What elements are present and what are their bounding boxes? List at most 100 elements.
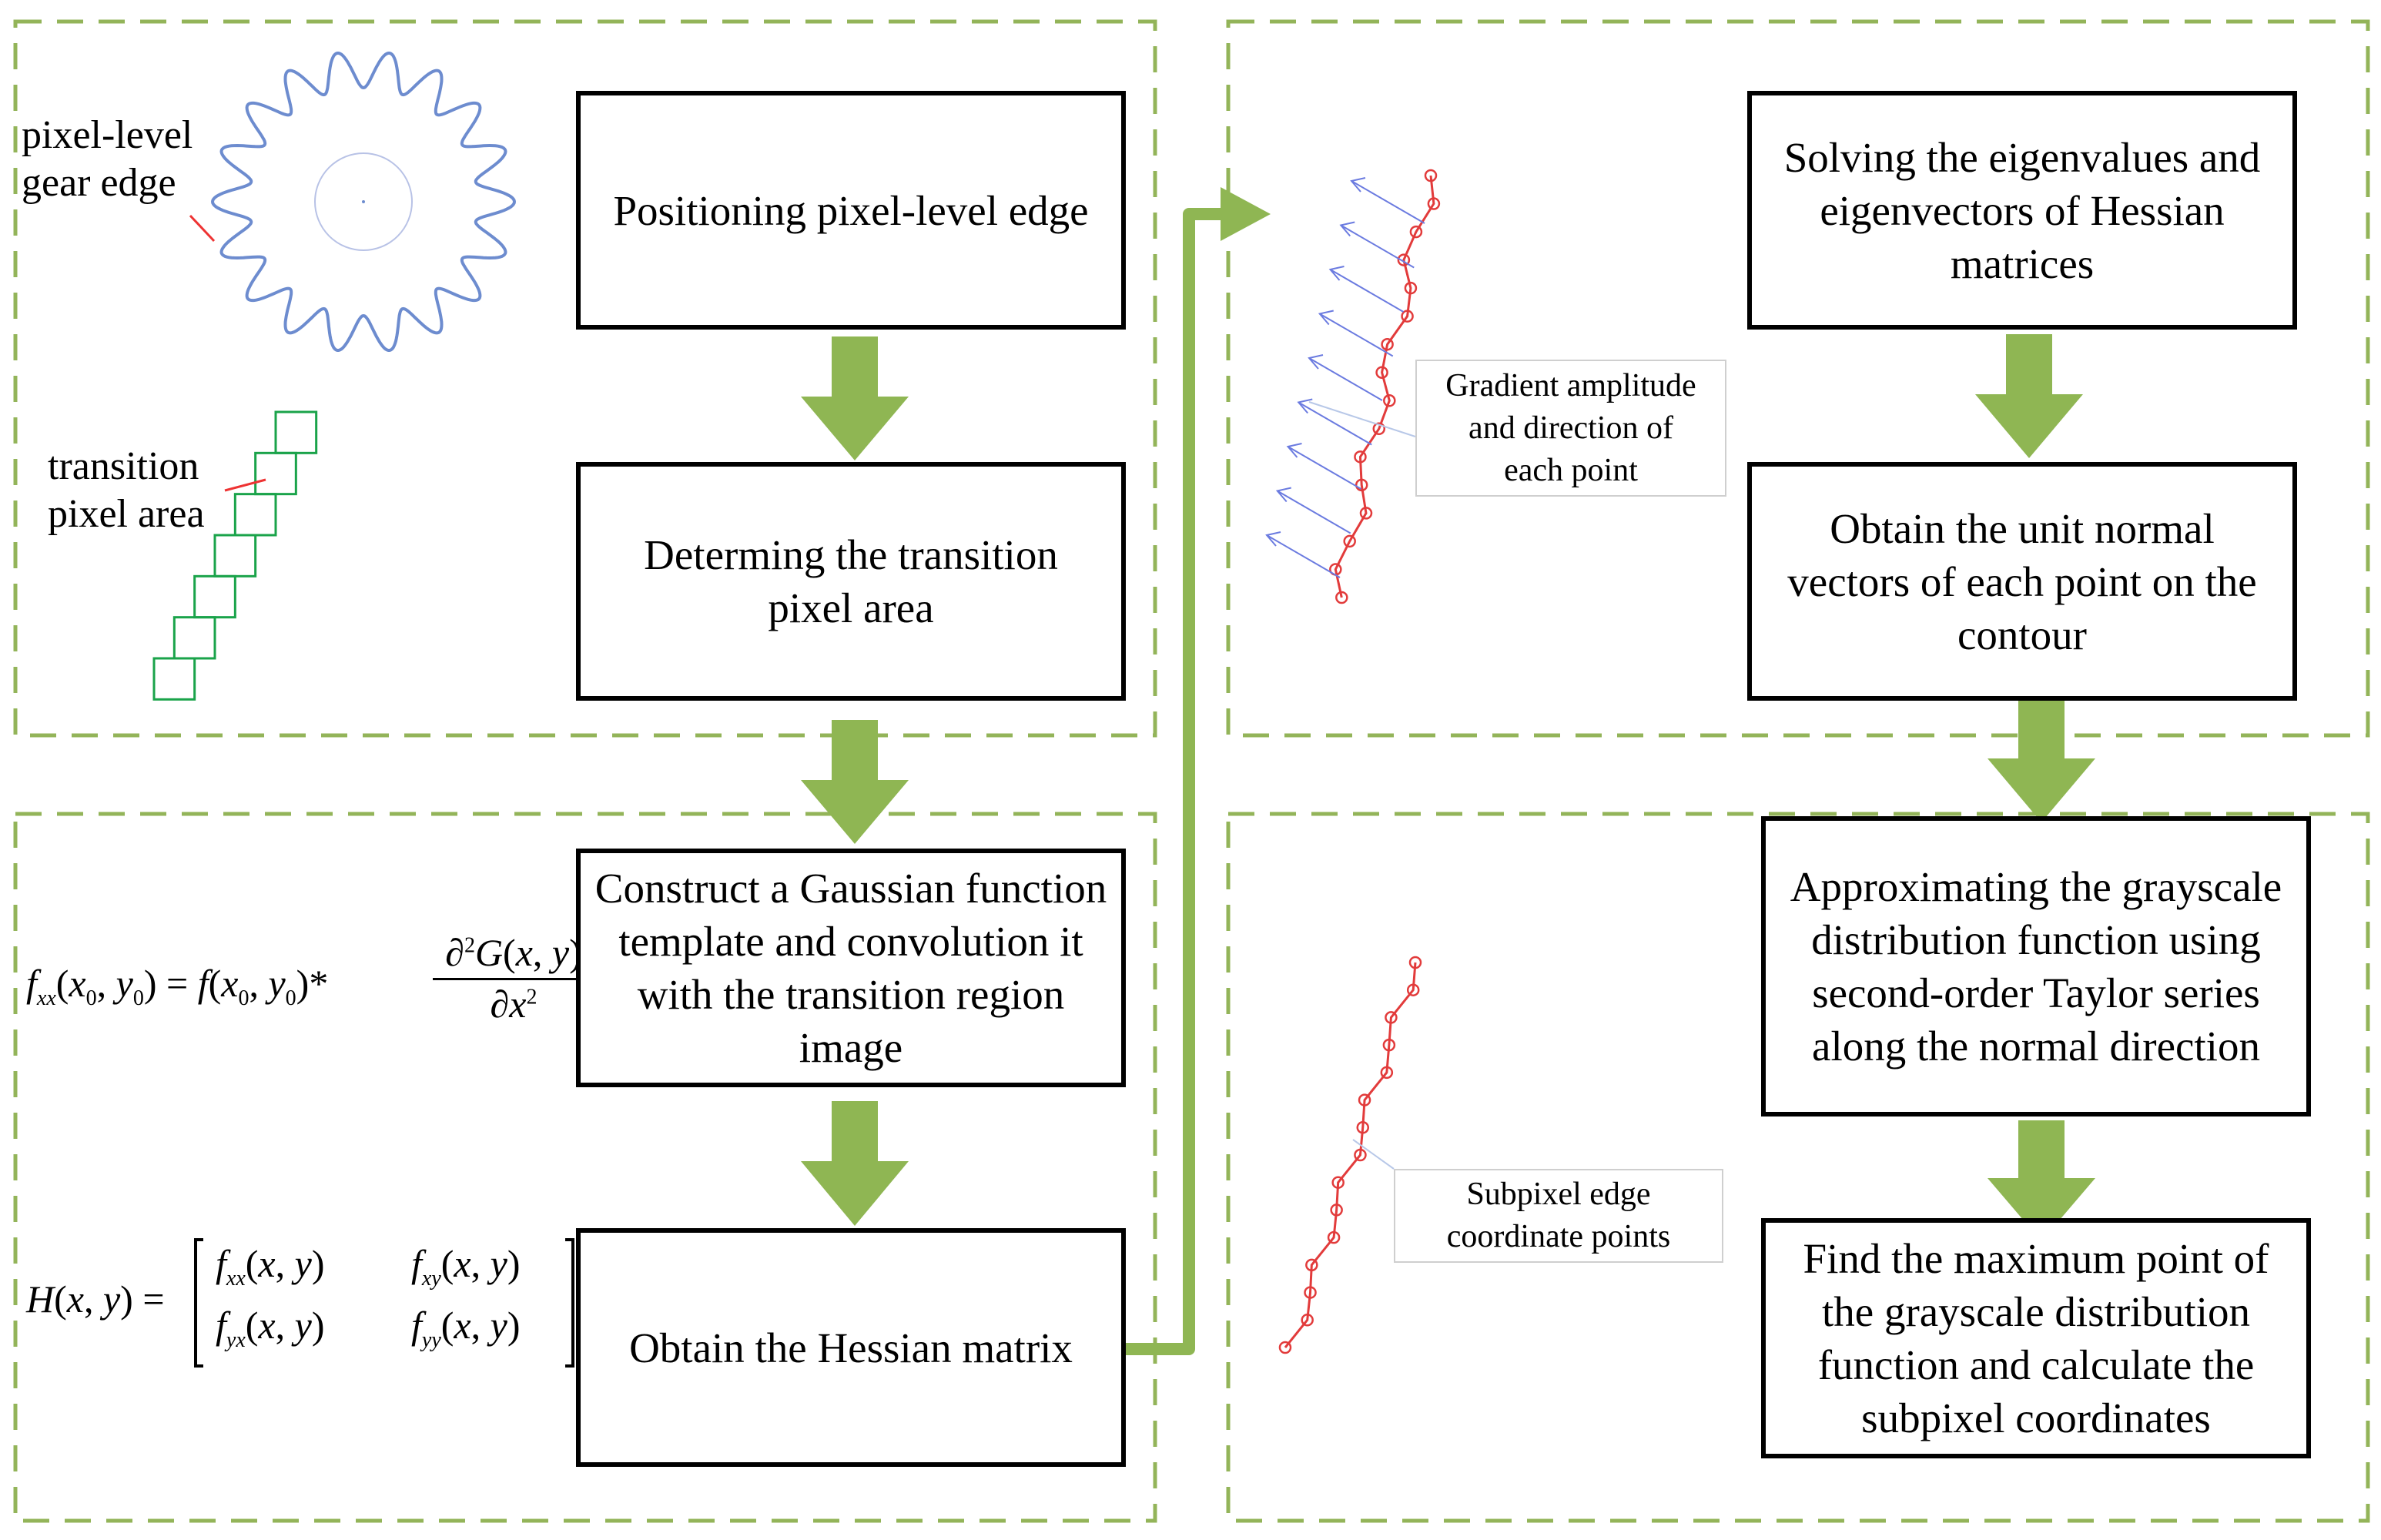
gradient-vector (1277, 490, 1351, 534)
step-transition-text: Determing the transition pixel area (644, 531, 1058, 631)
subpixel-callout: Subpixel edge coordinate points (1394, 1169, 1723, 1263)
transition-highlight-box (274, 410, 318, 454)
transition-label-line2: pixel area (48, 492, 205, 536)
gear-edge-label-line2: gear edge (22, 161, 176, 205)
group-hessian (13, 812, 1157, 1523)
arrow-head-right (1221, 187, 1271, 241)
group-eigen (1226, 19, 2370, 738)
subpixel-edge-point (1406, 983, 1420, 996)
gear-edge-outline (210, 52, 517, 352)
flow-arrows (801, 187, 2095, 1241)
gear-bore (314, 152, 413, 251)
gradient-callout-line2: and direction of (1468, 410, 1673, 446)
subpixel-edge-points (1278, 956, 1422, 1354)
subpixel-edge-point (1327, 1230, 1341, 1244)
transition-highlight-box (254, 451, 297, 496)
gear-label-leader (189, 214, 216, 243)
subpixel-edge-point (1354, 1148, 1367, 1162)
gear-image (189, 52, 517, 352)
gradient-edge-point (1359, 507, 1373, 520)
gradient-edge-points (1329, 169, 1441, 604)
transition-highlight-boxes (152, 410, 318, 701)
gradient-vector-head (1339, 221, 1355, 237)
step-gaussian-convolution: Construct a Gaussian function template a… (576, 849, 1126, 1087)
gaussian-convolution-formula: fxx(x0, y0) = f(x0, y0)* ∂2G(x, y) ∂x2 (26, 930, 594, 1038)
step-transition-area: Determing the transition pixel area (576, 462, 1126, 701)
hessian-matrix-formula: H(x, y) = fxx(x, y) fxy(x, y) fyx(x, y) … (26, 1238, 581, 1368)
arrow-down-4 (1975, 334, 2083, 458)
arrow-down-3 (801, 1101, 909, 1226)
gradient-edge-point (1335, 591, 1348, 604)
subpixel-edge-point (1278, 1341, 1292, 1354)
subpixel-edge-point (1385, 1011, 1398, 1024)
transition-highlight-box (193, 574, 236, 619)
gradient-edge-point (1375, 366, 1388, 379)
gradient-edge-point (1427, 197, 1441, 210)
step-eigen: Solving the eigenvalues and eigenvectors… (1747, 91, 2297, 330)
gradient-edge-point (1404, 281, 1418, 295)
gradient-edge-point (1372, 422, 1386, 436)
dashed-group-borders (13, 19, 2370, 1523)
subpixel-edge-point (1304, 1286, 1317, 1299)
gradient-vector-head (1275, 487, 1291, 503)
step-taylor-approximation: Approximating the grayscale distribution… (1761, 816, 2311, 1116)
transition-highlight-box (233, 493, 277, 537)
subpixel-edge-point (1301, 1314, 1314, 1327)
gradient-vector (1287, 446, 1362, 490)
gradient-callout-line1: Gradient amplitude (1445, 367, 1696, 403)
gradient-vector-head (1350, 177, 1366, 192)
subpixel-edge-point (1305, 1258, 1318, 1272)
gradient-edge-point (1424, 169, 1438, 182)
arrow-down-2 (801, 720, 909, 844)
gradient-vector (1308, 357, 1383, 401)
subpixel-callout-line1: Subpixel edge (1466, 1177, 1651, 1212)
transition-area-label: transition pixel area (48, 443, 205, 538)
gear-edge-label-line1: pixel-level (22, 113, 193, 157)
gradient-edge-point (1343, 534, 1356, 548)
step-unit-normal-text: Obtain the unit normal vectors of each p… (1787, 504, 2257, 658)
gradient-vector (1266, 534, 1341, 578)
arrow-down-1 (801, 336, 909, 460)
gradient-callout-line3: each point (1504, 452, 1638, 488)
formula-fraction: ∂2G(x, y) ∂x2 (433, 930, 594, 1026)
gradient-vector-head (1297, 398, 1313, 414)
group-pixel-level (13, 19, 1157, 738)
gradient-vector-head (1265, 531, 1281, 547)
gradient-edge-line (1334, 175, 1435, 598)
step-positioning-text: Positioning pixel-level edge (613, 186, 1089, 234)
group-subpixel (1226, 812, 2370, 1523)
gradient-edge-point (1355, 478, 1368, 492)
arrow-down-6 (1988, 1120, 2095, 1241)
gradient-edge-point (1381, 337, 1394, 351)
subpixel-callout-line2: coordinate points (1446, 1219, 1671, 1254)
step-maximum-text: Find the maximum point of the grayscale … (1803, 1235, 2269, 1441)
gradient-callout: Gradient amplitude and direction of each… (1415, 360, 1726, 497)
gradient-vectors (1265, 177, 1425, 578)
gradient-vector-head (1318, 310, 1334, 326)
arrow-down-5 (1988, 699, 2095, 822)
gradient-edge-point (1401, 310, 1414, 323)
connector-hessian-to-eigen (1114, 208, 1224, 1355)
step-maximum-point: Find the maximum point of the grayscale … (1761, 1218, 2311, 1458)
subpixel-edge-point (1331, 1176, 1345, 1189)
subpixel-edge-point (1358, 1093, 1371, 1106)
step-taylor-text: Approximating the grayscale distribution… (1790, 863, 2282, 1070)
transition-highlight-box (172, 616, 216, 660)
gradient-edge-point (1397, 253, 1411, 266)
step-gaussian-text: Construct a Gaussian function template a… (594, 865, 1107, 1071)
subpixel-callout-leader (1352, 1139, 1395, 1170)
gradient-vector-head (1286, 443, 1302, 458)
step-hessian-matrix: Obtain the Hessian matrix (576, 1228, 1126, 1467)
gradient-edge-point (1354, 450, 1367, 464)
transition-label-leader (224, 478, 266, 492)
gradient-vector-head (1308, 354, 1324, 370)
subpixel-edge-point (1408, 956, 1422, 969)
step-positioning-edge: Positioning pixel-level edge (576, 91, 1126, 330)
subpixel-edge-point (1380, 1066, 1394, 1080)
transition-highlight-box (152, 657, 196, 701)
subpixel-edge-point (1382, 1038, 1396, 1052)
gradient-edge-point (1383, 394, 1396, 407)
gradient-vector (1329, 269, 1405, 313)
gradient-vector (1351, 180, 1425, 224)
gradient-edge-point (1409, 225, 1423, 239)
